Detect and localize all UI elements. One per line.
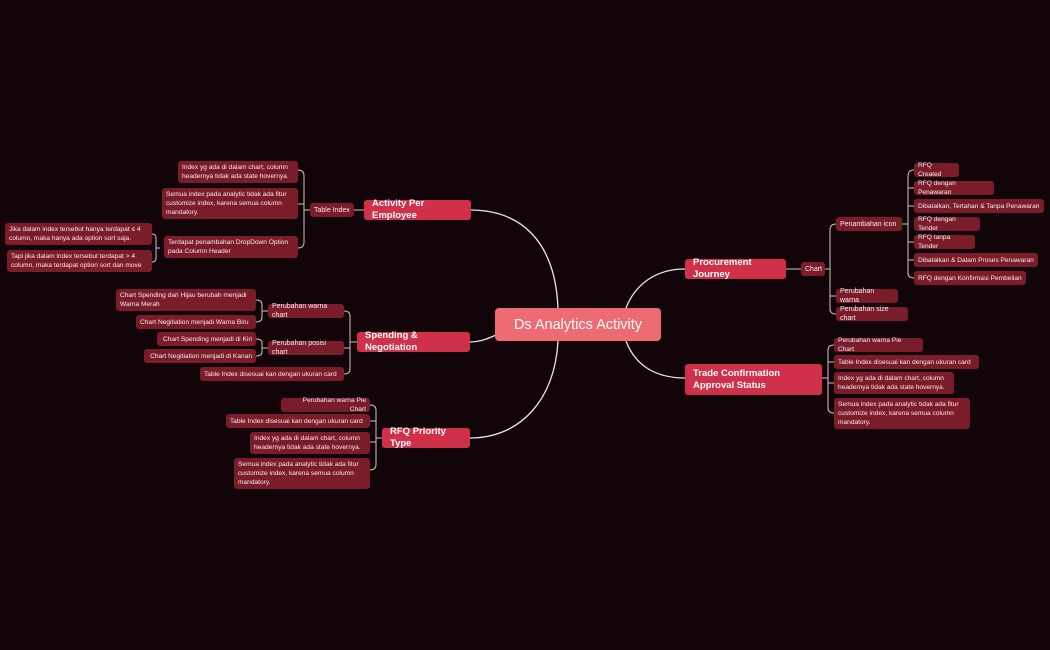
- root-node[interactable]: Ds Analytics Activity: [495, 308, 661, 341]
- node-activity-item-2[interactable]: Semua index pada analytic tidak ada fitu…: [162, 188, 298, 219]
- node-icon-item-2[interactable]: RFQ dengan Penawaran: [914, 180, 994, 196]
- node-perubahan-size-chart[interactable]: Perubahan size chart: [836, 306, 908, 322]
- node-warna-item-1[interactable]: Chart Spending dari Hijau berubah menjad…: [116, 289, 256, 311]
- node-spending-negotiation[interactable]: Spending & Negotiation: [357, 330, 470, 353]
- node-posisi-item-1[interactable]: Chart Spending menjadi di Kiri: [157, 332, 256, 346]
- node-penambahan-icon[interactable]: Penambahan icon: [836, 217, 902, 231]
- node-warna-chart[interactable]: Perubahan warna chart: [268, 303, 344, 319]
- node-rfq-item-3[interactable]: Index yg ada di dalam chart, column head…: [250, 432, 370, 454]
- node-rfq-item-4[interactable]: Semua index pada analytic tidak ada fitu…: [234, 458, 370, 489]
- node-icon-item-6[interactable]: Dibatalkan & Dalam Proses Penawaran: [914, 253, 1038, 267]
- node-trade-item-1[interactable]: Perubahan warna Pie Chart: [834, 337, 923, 353]
- node-perubahan-warna[interactable]: Perubahan warna: [836, 288, 898, 304]
- node-chart[interactable]: Chart: [801, 262, 825, 276]
- node-icon-item-1[interactable]: RFQ Created: [914, 162, 959, 178]
- node-activity-per-employee[interactable]: Activity Per Employee: [364, 198, 471, 221]
- node-warna-item-2[interactable]: Chart Negitiation menjadi Warna Biru: [136, 315, 256, 329]
- node-icon-item-4[interactable]: RFQ dengan Tender: [914, 216, 980, 232]
- node-procurement-journey[interactable]: Procurement Journey: [685, 257, 786, 280]
- node-rfq-item-1[interactable]: Perubahan warna Pie Chart: [281, 397, 370, 413]
- node-spending-table-index[interactable]: Table Index disesuai kan dengan ukuran c…: [200, 367, 344, 381]
- node-trade-item-3[interactable]: Index yg ada di dalam chart, column head…: [834, 372, 954, 394]
- node-trade-item-4[interactable]: Semua index pada analytic tidak ada fitu…: [834, 398, 970, 429]
- node-icon-item-3[interactable]: Dibatalkan, Tertahan & Tanpa Penawaran: [914, 199, 1044, 213]
- node-posisi-chart[interactable]: Perubahan posisi chart: [268, 340, 344, 356]
- node-trade-confirmation[interactable]: Trade Confirmation Approval Status: [685, 364, 822, 395]
- node-activity-dropdown[interactable]: Terdapat penambahan DropDown Option pada…: [164, 236, 298, 258]
- node-activity-item-1[interactable]: Index yg ada di dalam chart, column head…: [178, 161, 298, 183]
- node-icon-item-5[interactable]: RFQ tanpa Tender: [914, 234, 975, 250]
- node-trade-item-2[interactable]: Table Index disesuai kan dengan ukuran c…: [834, 355, 979, 369]
- node-icon-item-7[interactable]: RFQ dengan Konfirmasi Pembelian: [914, 271, 1026, 285]
- node-posisi-item-2[interactable]: Chart Negitiation menjadi di Kanan: [144, 349, 256, 363]
- node-dropdown-item-1[interactable]: Jika dalam index tersebut hanya terdapat…: [5, 223, 152, 245]
- node-dropdown-item-2[interactable]: Tapi jika dalam index tersebut terdapat …: [7, 250, 152, 272]
- node-rfq-priority-type[interactable]: RFQ Priority Type: [382, 426, 470, 449]
- node-rfq-item-2[interactable]: Table Index disesuai kan dengan ukuran c…: [226, 414, 370, 428]
- node-table-index[interactable]: Table Index: [310, 203, 354, 217]
